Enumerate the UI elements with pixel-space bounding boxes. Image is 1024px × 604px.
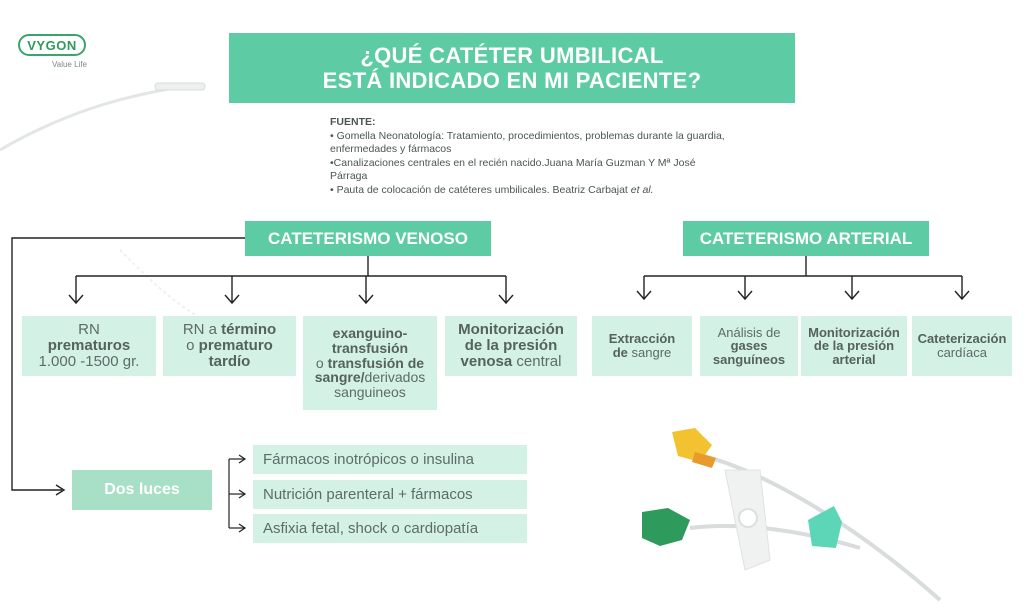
arterial-box-monitorizacion: Monitorización de la presión arterial [801,316,907,376]
dos-luces-box: Dos luces [72,470,212,510]
source-item: •Canalizaciones centrales en el recién n… [330,156,696,183]
brand-tagline: Value Life [52,60,87,69]
arterial-box-cateterizacion: Cateterización cardíaca [912,316,1012,376]
title-line-2: ESTÁ INDICADO EN MI PACIENTE? [322,68,702,93]
option-asfixia-fetal: Asfixia fetal, shock o cardiopatía [253,514,527,543]
cateterismo-venoso-header: CATETERISMO VENOSO [245,221,491,256]
page-title: ¿QUÉ CATÉTER UMBILICAL ESTÁ INDICADO EN … [229,33,795,103]
vygon-logo: VYGON Value Life [18,34,98,74]
arterial-box-gases: Análisis de gases sanguíneos [700,316,798,376]
venoso-left-connector [11,237,245,491]
catheter-tube-decoration [0,82,201,152]
catheter-illustration [642,428,942,602]
sources-header: FUENTE: [330,116,376,128]
title-line-1: ¿QUÉ CATÉTER UMBILICAL [360,43,664,68]
source-et-al: et al. [630,183,654,196]
catheter-tip-decoration [154,82,206,91]
venoso-box-monitorizacion: Monitorización de la presión venosa cent… [445,316,577,376]
venoso-box-rn-prematuros: RN prematuros 1.000 -1500 gr. [22,316,156,376]
arterial-box-extraccion: Extracción de sangre [592,316,692,376]
brand-name: VYGON [18,34,86,56]
options-bracket [228,454,247,533]
sources-block: FUENTE: • Gomella Neonatología: Tratamie… [330,116,730,197]
venoso-box-rn-termino: RN a término o prematuro tardío [163,316,296,376]
source-item: • Gomella Neonatología: Tratamiento, pro… [330,129,725,156]
option-farmacos-inotropicos: Fármacos inotrópicos o insulina [253,445,527,474]
cateterismo-arterial-header: CATETERISMO ARTERIAL [683,221,929,256]
venoso-box-exanguino: exanguino- transfusión o transfusión de … [303,316,437,410]
dos-luces-arrow [55,484,66,496]
source-item: • Pauta de colocación de catéteres umbil… [330,183,654,196]
option-nutricion-parenteral: Nutrición parenteral + fármacos [253,480,527,509]
